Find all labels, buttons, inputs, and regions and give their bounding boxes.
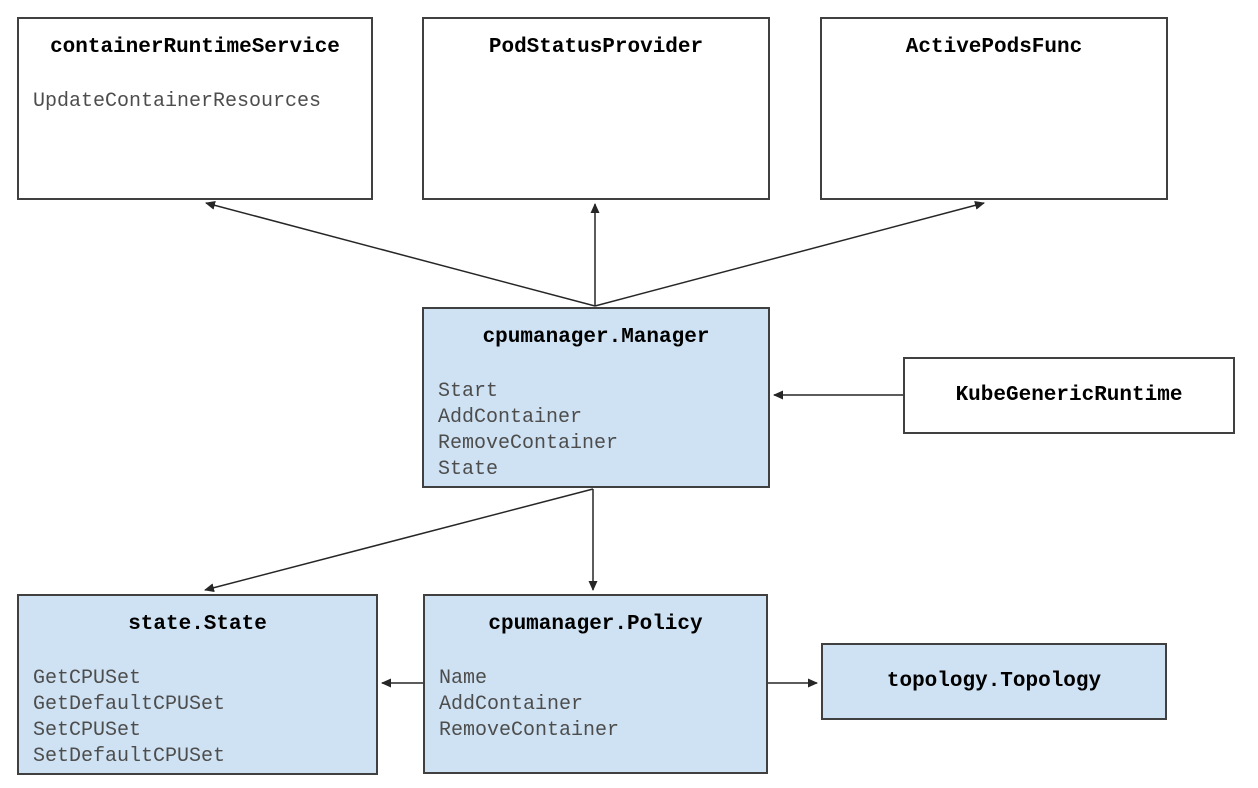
method-list: Name AddContainer RemoveContainer — [425, 666, 766, 744]
method-list: GetCPUSet GetDefaultCPUSet SetCPUSet Set… — [19, 666, 376, 770]
method-label: GetCPUSet — [33, 667, 142, 690]
arrow-manager-to-state — [204, 488, 594, 593]
box-state-state: state.State GetCPUSet GetDefaultCPUSet S… — [17, 594, 378, 775]
method-label: SetCPUSet — [33, 719, 142, 742]
method-label: RemoveContainer — [439, 719, 620, 742]
box-title: state.State — [128, 613, 267, 636]
box-topology-topology: topology.Topology — [821, 643, 1167, 720]
box-title: cpumanager.Manager — [482, 326, 710, 349]
method-label: Name — [439, 667, 488, 690]
box-title: ActivePodsFunc — [905, 36, 1083, 59]
box-active-pods-func: ActivePodsFunc — [820, 17, 1168, 200]
method-label: Start — [438, 380, 499, 403]
box-pod-status-provider: PodStatusProvider — [422, 17, 770, 200]
method-list: UpdateContainerResources — [19, 89, 371, 115]
box-container-runtime-service: containerRuntimeService UpdateContainerR… — [17, 17, 373, 200]
box-title: containerRuntimeService — [50, 36, 340, 59]
box-cpumanager-policy: cpumanager.Policy Name AddContainer Remo… — [423, 594, 768, 774]
method-list: Start AddContainer RemoveContainer State — [424, 379, 768, 483]
box-title: cpumanager.Policy — [488, 613, 703, 636]
box-kube-generic-runtime: KubeGenericRuntime — [903, 357, 1235, 434]
box-title: KubeGenericRuntime — [955, 383, 1183, 407]
method-label: RemoveContainer — [438, 432, 619, 455]
box-cpumanager-manager: cpumanager.Manager Start AddContainer Re… — [422, 307, 770, 488]
method-label: AddContainer — [439, 693, 584, 716]
method-label: State — [438, 458, 499, 481]
box-title: topology.Topology — [886, 669, 1102, 693]
method-label: UpdateContainerResources — [33, 90, 322, 113]
method-label: AddContainer — [438, 406, 583, 429]
box-title: PodStatusProvider — [488, 36, 704, 59]
method-label: GetDefaultCPUSet — [33, 693, 226, 716]
arrow-manager-to-active-pods-func — [594, 200, 985, 307]
method-label: SetDefaultCPUSet — [33, 745, 226, 768]
arrow-manager-to-container-runtime-service — [205, 200, 596, 307]
